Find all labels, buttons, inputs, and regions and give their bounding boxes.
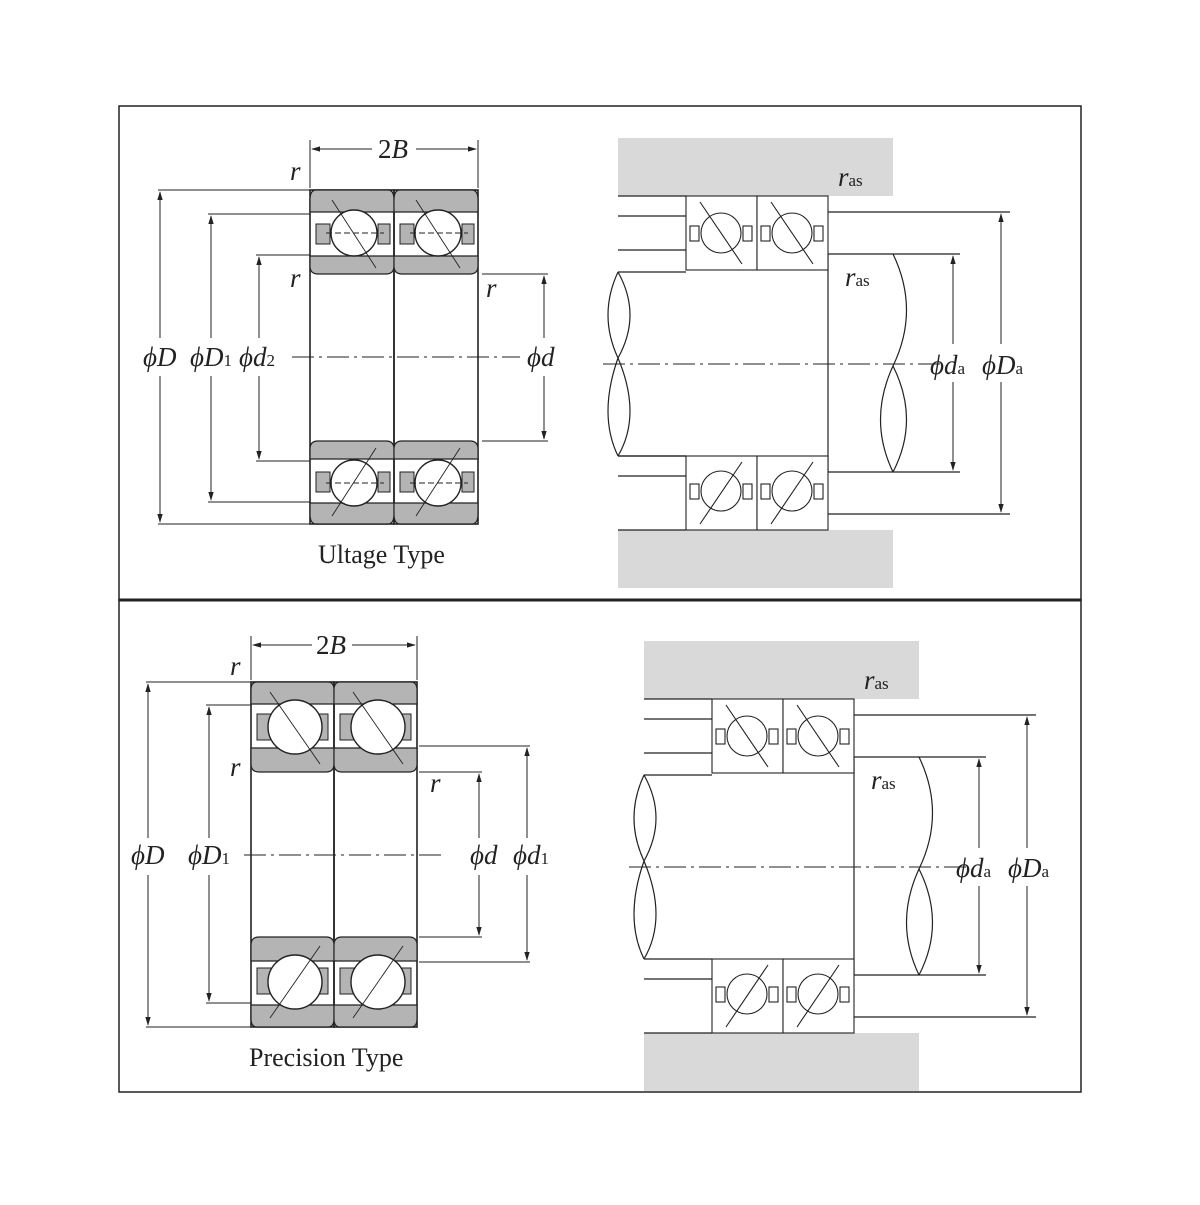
ultage-bearing-body	[309, 189, 479, 525]
precision-outer-ring-dia-label: ϕD1	[188, 840, 230, 870]
ultage-dimension-lines	[157, 140, 548, 525]
precision-mounted-bearing	[711, 698, 855, 1034]
precision-shaft-fillet-label: ras	[871, 765, 896, 795]
ultage-housing-top	[618, 138, 893, 196]
precision-caption: Precision Type	[249, 1043, 403, 1072]
ultage-outer-ring-dia-label: ϕD1	[190, 342, 232, 372]
precision-bore-r-label: r	[430, 768, 441, 798]
precision-housing-top	[644, 641, 919, 699]
ultage-housing-bottom	[618, 530, 893, 588]
ultage-width-label: 2B	[378, 134, 408, 164]
ultage-mounting-section: ras ras ϕda ϕDa	[603, 138, 1023, 588]
ultage-caption: Ultage Type	[318, 540, 445, 569]
ultage-bore-r-label: r	[486, 273, 497, 303]
ultage-outer-dia-label: ϕD	[143, 342, 177, 372]
precision-shaft-shoulder-dia-label: ϕda	[956, 853, 991, 883]
ultage-inner-r-label: r	[290, 263, 301, 293]
precision-housing-shoulder-dia-label: ϕDa	[1008, 853, 1049, 883]
precision-dimension-lines	[145, 636, 530, 1028]
ultage-bearing-section: 2B r r r ϕD ϕD1 ϕd2 ϕd Ultage Type	[143, 134, 555, 569]
precision-corner-r-label: r	[230, 651, 241, 681]
precision-width-label: 2B	[316, 630, 346, 660]
ultage-mounted-bearing	[685, 195, 829, 531]
ultage-shaft-fillet-label: ras	[845, 262, 870, 292]
ultage-bore-dia-label: ϕd	[527, 342, 555, 372]
precision-housing-fillet-label: ras	[864, 665, 889, 695]
precision-inner-r-label: r	[230, 752, 241, 782]
precision-housing-bottom	[644, 1033, 919, 1091]
precision-mounting-section: ras ras ϕda ϕDa	[629, 641, 1049, 1091]
ultage-shaft-shoulder-dia-label: ϕda	[930, 350, 965, 380]
ultage-inner-ring-dia-label: ϕd2	[239, 342, 275, 372]
ultage-housing-shoulder-dia-label: ϕDa	[982, 350, 1023, 380]
ultage-corner-r-label: r	[290, 156, 301, 186]
precision-inner-ring-dia-label: ϕd1	[513, 840, 549, 870]
precision-outer-dia-label: ϕD	[131, 840, 165, 870]
ultage-housing-fillet-label: ras	[838, 162, 863, 192]
precision-bearing-section: 2B r r r ϕD ϕD1 ϕd ϕd1 Precision Type	[131, 630, 549, 1072]
precision-bore-dia-label: ϕd	[470, 840, 498, 870]
